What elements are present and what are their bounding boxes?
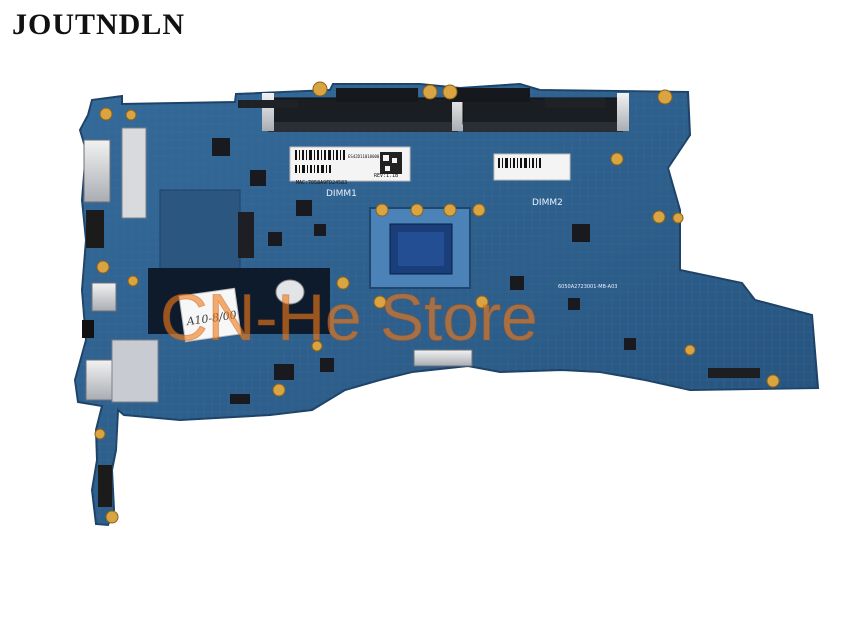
revision-label: REV:1.1B	[374, 173, 398, 179]
usb-port	[91, 282, 117, 312]
dimm-slot-1	[262, 93, 464, 132]
flex-connector	[708, 368, 760, 378]
usb-port	[85, 359, 115, 401]
audio-jack	[82, 320, 94, 338]
port-connector	[86, 210, 104, 248]
serial-text: ES42D11010000	[348, 154, 380, 159]
top-connector	[450, 88, 530, 102]
wlan-area	[159, 189, 241, 271]
ic-chips	[190, 138, 636, 404]
m2-slot	[238, 212, 254, 258]
model-label: 6050A2723001-MB-A03	[558, 284, 617, 290]
sticker	[275, 279, 305, 305]
brand-title: JOUTNDLN	[12, 8, 186, 41]
screw-pads	[94, 81, 780, 524]
store-watermark: CN-He Store	[160, 280, 538, 354]
top-connector	[336, 88, 418, 102]
part-label	[493, 153, 571, 181]
m2-slot	[121, 127, 147, 219]
mac-label: MAC:7058A9FD24583	[296, 180, 347, 186]
battery-connector	[413, 349, 473, 367]
cpu-package	[369, 207, 471, 289]
serial-label	[289, 146, 411, 182]
flex-connector	[238, 100, 298, 108]
dimm2-label: DIMM2	[532, 198, 563, 208]
card-reader	[111, 339, 159, 403]
port-connector	[83, 139, 111, 203]
flex-connector	[545, 98, 605, 108]
hdd-connector	[98, 465, 112, 507]
handwritten-sticker	[178, 287, 242, 343]
dimm1-label: DIMM1	[326, 189, 357, 199]
